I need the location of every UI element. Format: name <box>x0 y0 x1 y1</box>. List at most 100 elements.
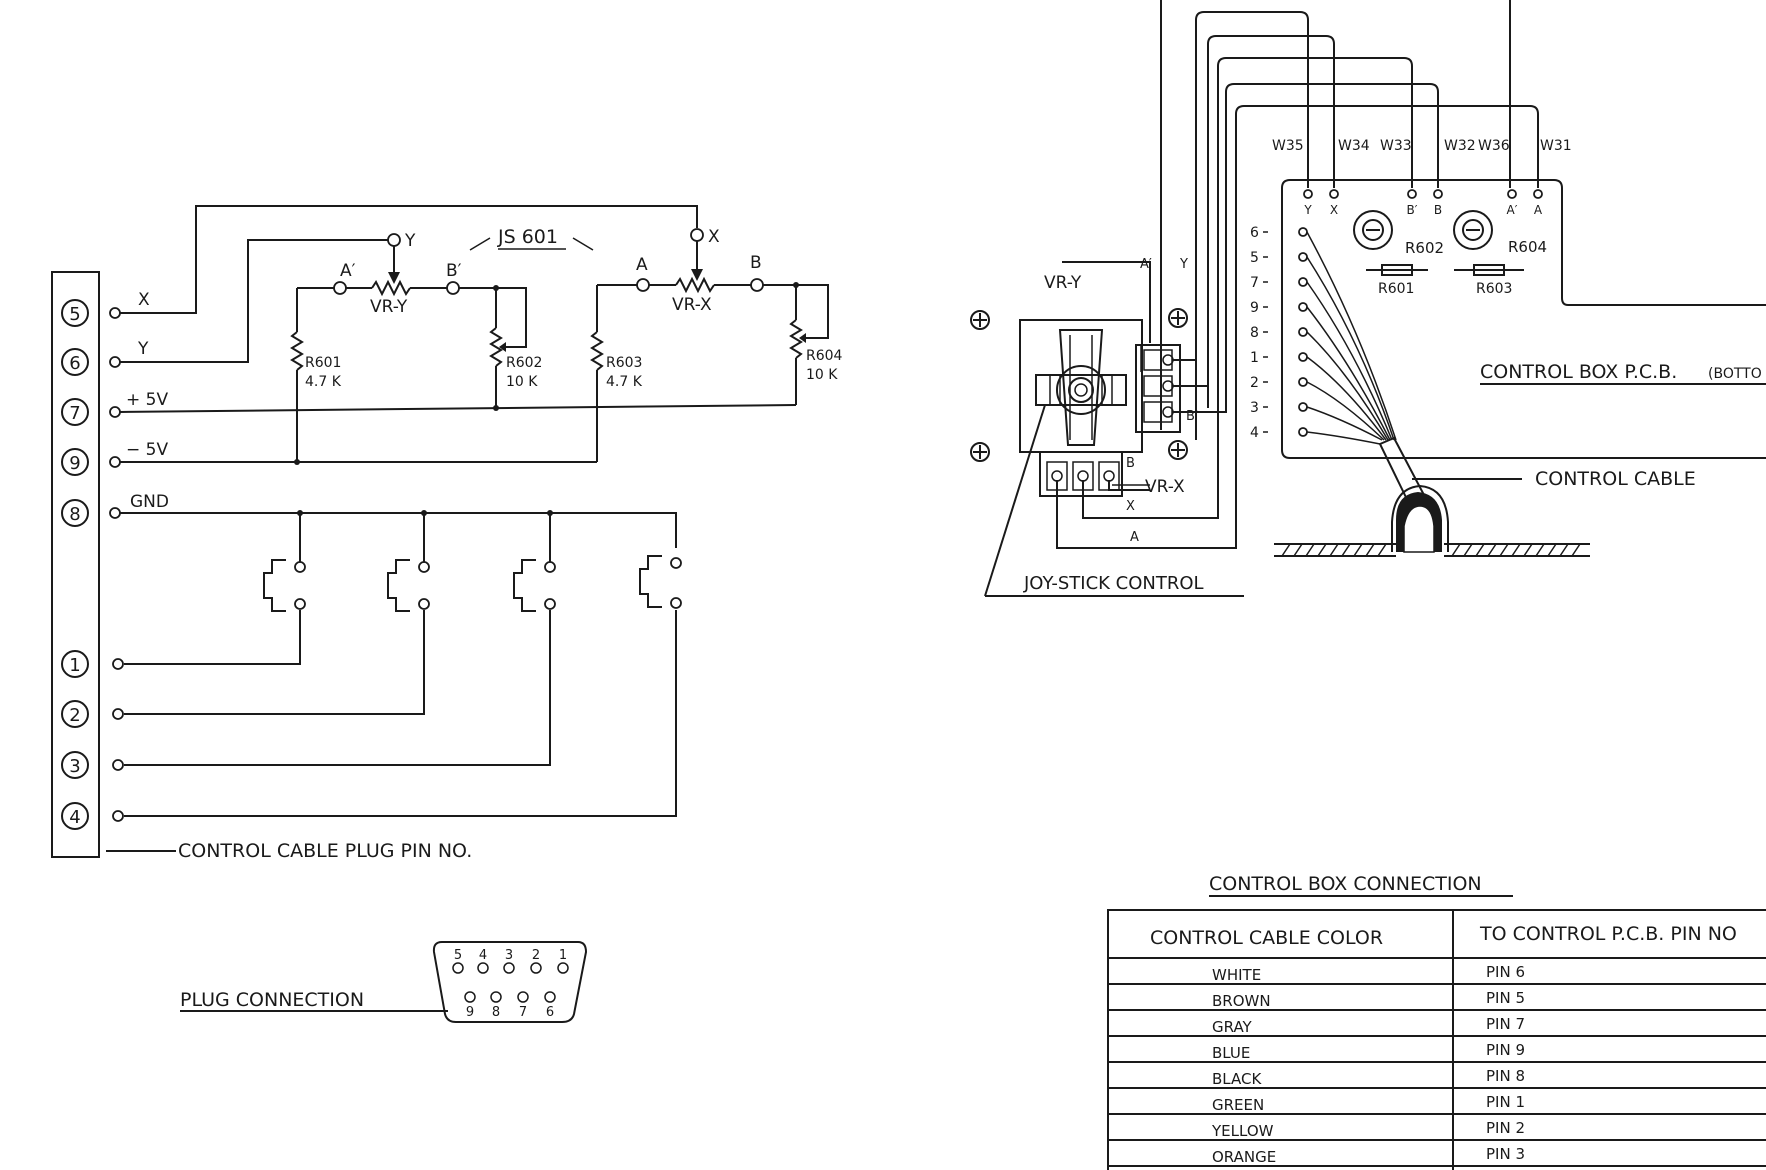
pin-8-number: 8 <box>69 504 80 525</box>
plug-connection-label: PLUG CONNECTION <box>180 989 364 1011</box>
vr-x-network: A B X VR-X <box>597 227 796 315</box>
vr-y-name: VR-Y <box>370 297 408 317</box>
row-color: BLACK <box>1212 1070 1262 1088</box>
pcb-left-pins: 6 5 7 9 8 1 2 3 4 <box>1250 225 1308 441</box>
control-cable-label: CONTROL CABLE <box>1535 468 1696 490</box>
control-cable: CONTROL CABLE <box>1274 436 1696 557</box>
pcb-left-pin-2: 2 <box>1250 375 1259 391</box>
pcb-left-pin-8: 8 <box>1250 325 1259 341</box>
pin-9: 9 <box>61 448 89 476</box>
plug-connection: PLUG CONNECTION 5 4 3 2 1 9 8 7 6 <box>180 941 588 1023</box>
wire-terminals <box>109 307 124 822</box>
js601-text: JS 601 <box>497 226 558 248</box>
push-button-1 <box>263 559 306 612</box>
vr-x-a-label: A <box>636 255 648 275</box>
jc-a-prime: A′ <box>1140 257 1152 272</box>
pin-1-number: 1 <box>69 655 80 676</box>
pin-4: 4 <box>61 802 89 830</box>
plug-pin-1: 1 <box>559 948 567 963</box>
row-color: WHITE <box>1212 966 1261 984</box>
resistor-r601: R601 4.7 K <box>290 288 342 465</box>
mounting-holes <box>970 308 1188 462</box>
table-row: BLUE PIN 9 <box>1212 1041 1525 1062</box>
table-row: GREEN PIN 1 <box>1212 1093 1525 1114</box>
pin-6-number: 6 <box>69 353 80 374</box>
r601-name: R601 <box>305 355 341 371</box>
r603-value: 4.7 K <box>606 374 643 390</box>
schematic-wires <box>119 205 797 817</box>
js601-label: JS 601 <box>469 226 594 251</box>
pcb-pin-b: B <box>1434 203 1442 217</box>
pcb-resistor-r603: R603 <box>1454 264 1524 297</box>
pcb-left-pin-5: 5 <box>1250 250 1259 266</box>
pcb-r602-label: R602 <box>1405 239 1444 257</box>
pin-5: 5 <box>61 299 89 327</box>
r603-name: R603 <box>606 355 642 371</box>
plug-pin-6: 6 <box>546 1005 554 1020</box>
table-row: BLACK PIN 8 <box>1212 1067 1525 1088</box>
pcb-label-note: (BOTTO <box>1708 366 1762 382</box>
row-pin: PIN 6 <box>1486 963 1525 981</box>
row-color: BROWN <box>1212 992 1271 1010</box>
pin-5-number: 5 <box>69 304 80 325</box>
r604-value: 10 K <box>806 367 838 383</box>
trimmer-r602: R602 <box>1353 210 1444 257</box>
pcb-left-pin-3: 3 <box>1250 400 1259 416</box>
trimmer-r604: R604 <box>1453 210 1547 256</box>
row-pin: PIN 9 <box>1486 1041 1525 1059</box>
vr-x-label: VR-X <box>1145 477 1185 497</box>
plug-pin-3: 3 <box>505 948 513 963</box>
pcb-pin-a: A <box>1534 203 1543 217</box>
resistor-r603: R603 4.7 K <box>590 285 643 462</box>
wire-label-x: X <box>138 290 150 310</box>
row-color: ORANGE <box>1212 1148 1276 1166</box>
jc-y: Y <box>1179 257 1188 272</box>
pcb-left-pin-9: 9 <box>1250 300 1259 316</box>
pin-2-number: 2 <box>69 705 80 726</box>
joystick-control-label: JOY-STICK CONTROL <box>1023 573 1204 594</box>
pin-7: 7 <box>61 398 89 426</box>
row-pin: PIN 5 <box>1486 989 1525 1007</box>
vr-y-b-label: B′ <box>446 261 462 281</box>
vr-y-label: VR-Y <box>1044 273 1082 293</box>
pcb-r604-label: R604 <box>1508 238 1547 256</box>
plug-pin-4: 4 <box>479 948 487 963</box>
w32-label: W32 <box>1444 138 1476 154</box>
vr-x-wiper-label: X <box>708 227 720 247</box>
w33-label: W33 <box>1380 138 1412 154</box>
pcb-left-pin-1: 1 <box>1250 350 1259 366</box>
pin-3: 3 <box>61 751 89 779</box>
row-pin: PIN 8 <box>1486 1067 1525 1085</box>
r601-value: 4.7 K <box>305 374 342 390</box>
row-pin: PIN 7 <box>1486 1015 1525 1033</box>
table-row: ORANGE PIN 3 <box>1212 1145 1525 1166</box>
pin-1: 1 <box>61 650 89 678</box>
pcb-left-pin-6: 6 <box>1250 225 1259 241</box>
pcb-label: CONTROL BOX P.C.B. <box>1480 361 1677 383</box>
plug-bottom-pins: 9 8 7 6 <box>464 991 556 1020</box>
pcb-left-pin-7: 7 <box>1250 275 1259 291</box>
table-header-pin: TO CONTROL P.C.B. PIN NO <box>1479 923 1737 945</box>
jc-b: B <box>1126 456 1135 471</box>
vr-x-name: VR-X <box>672 295 712 315</box>
pin-strip <box>51 271 100 858</box>
row-color: GREEN <box>1212 1096 1264 1114</box>
w-wires <box>1160 0 1539 440</box>
pcb-top-pins: Y X B′ B A′ A <box>1303 189 1543 217</box>
plug-pin-caption: CONTROL CABLE PLUG PIN NO. <box>178 840 472 862</box>
resistor-r604: R604 10 K <box>789 282 843 405</box>
w31-label: W31 <box>1540 138 1572 154</box>
row-pin: PIN 1 <box>1486 1093 1525 1111</box>
plug-top-pins: 5 4 3 2 1 <box>452 948 569 974</box>
pcb-resistor-r601: R601 <box>1366 264 1428 297</box>
table-title: CONTROL BOX CONNECTION <box>1209 873 1482 895</box>
vr-y-network: A′ B′ Y VR-Y <box>297 231 527 317</box>
jc-b-prime: B′ <box>1186 409 1198 424</box>
wire-label-minus-5v: − 5V <box>126 440 168 460</box>
pcb-r603-label: R603 <box>1476 281 1512 297</box>
pcb-pin-b-prime: B′ <box>1407 203 1418 217</box>
jc-x: X <box>1126 499 1135 514</box>
plug-pin-7: 7 <box>519 1005 527 1020</box>
joystick: VR-Y VR-X A′ Y B′ B X A JOY-STICK CONTRO… <box>970 257 1244 597</box>
